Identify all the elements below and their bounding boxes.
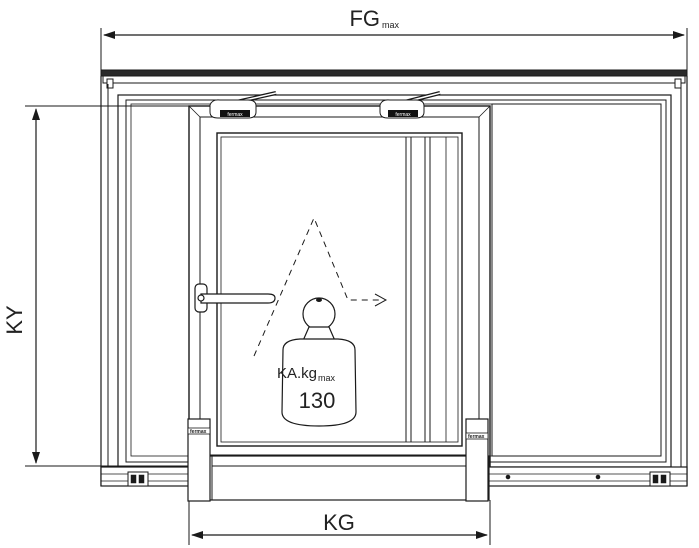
fg-label: FG [349, 6, 380, 31]
motion-arrow [253, 216, 388, 357]
kg-label: KG [323, 510, 355, 535]
weight-label-subscript: max [318, 373, 336, 383]
weight-icon [281, 297, 357, 427]
right-carriage: fermax [465, 418, 489, 502]
right-carriage-brand: fermax [468, 434, 485, 440]
ky-label: KY [2, 305, 27, 335]
kg-dimension: KG [188, 500, 491, 545]
weight-value: 130 [299, 388, 336, 413]
fg-subscript: max [382, 20, 400, 30]
weight-label: KA.kg [277, 365, 317, 382]
fg-dimension: FG max [100, 6, 688, 72]
right-hanger: fermax [379, 91, 441, 119]
left-hanger-brand: fermax [227, 112, 243, 118]
left-carriage-brand: fermax [190, 429, 207, 435]
left-carriage: fermax [187, 418, 211, 502]
handle-icon [194, 283, 276, 313]
ky-dimension: KY [2, 105, 205, 467]
bottom-track-details [127, 471, 671, 487]
left-hanger: fermax [209, 91, 277, 119]
right-hanger-brand: fermax [395, 112, 411, 118]
